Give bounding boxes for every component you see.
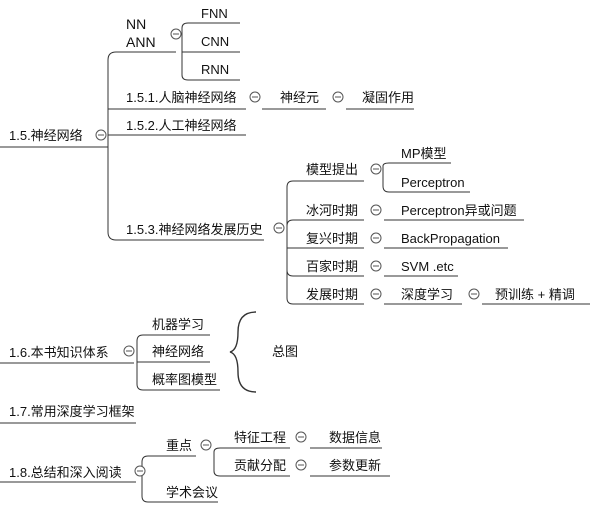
node-key-points[interactable]: 重点 (166, 438, 193, 453)
collapse-icon-1-5-1[interactable] (249, 91, 261, 103)
node-ml[interactable]: 机器学习 (152, 317, 205, 332)
collapse-icon-development[interactable] (370, 288, 382, 300)
collapse-icon-ann[interactable] (170, 28, 182, 40)
node-nn-cn[interactable]: 神经网络 (152, 344, 205, 359)
node-ice-age[interactable]: 冰河时期 (306, 203, 359, 218)
collapse-icon-feature-eng[interactable] (295, 431, 307, 443)
collapse-icon-model-proposed[interactable] (370, 163, 382, 175)
node-nn[interactable]: NN (126, 16, 147, 32)
node-deep-learning[interactable]: 深度学习 (401, 287, 454, 302)
collapse-icon-neuron[interactable] (332, 91, 344, 103)
node-backprop[interactable]: BackPropagation (401, 231, 501, 246)
node-fnn[interactable]: FNN (201, 6, 228, 21)
node-overview[interactable]: 总图 (272, 344, 299, 359)
node-1-6[interactable]: 1.6.本书知识体系 (9, 345, 109, 360)
node-model-proposed[interactable]: 模型提出 (306, 162, 359, 177)
node-1-8[interactable]: 1.8.总结和深入阅读 (9, 465, 122, 480)
collapse-icon-1-6[interactable] (123, 345, 135, 357)
collapse-icon-1-8[interactable] (134, 465, 146, 477)
node-credit-assign[interactable]: 贡献分配 (234, 458, 287, 473)
node-ann[interactable]: ANN (126, 34, 156, 50)
node-neuron[interactable]: 神经元 (280, 90, 320, 105)
node-rnn[interactable]: RNN (201, 62, 230, 77)
node-perceptron-xor[interactable]: Perceptron异或问题 (401, 203, 517, 218)
collapse-icon-key-points[interactable] (200, 439, 212, 451)
collapse-icon-deep-learning[interactable] (468, 288, 480, 300)
node-1-5[interactable]: 1.5.神经网络 (9, 128, 83, 143)
node-coagulation[interactable]: 凝固作用 (362, 90, 415, 105)
node-svm[interactable]: SVM .etc (401, 259, 454, 274)
collapse-icon-revival[interactable] (370, 232, 382, 244)
node-feature-eng[interactable]: 特征工程 (234, 430, 287, 445)
node-pretrain[interactable]: 预训练 + 精调 (495, 287, 575, 302)
node-pgm[interactable]: 概率图模型 (152, 372, 218, 387)
node-param-update[interactable]: 参数更新 (329, 458, 382, 473)
node-conferences[interactable]: 学术会议 (166, 485, 219, 500)
node-perceptron[interactable]: Perceptron (401, 175, 465, 190)
node-1-5-1[interactable]: 1.5.1.人脑神经网络 (126, 90, 237, 105)
node-1-5-2[interactable]: 1.5.2.人工神经网络 (126, 118, 237, 133)
collapse-icon-credit-assign[interactable] (295, 459, 307, 471)
collapse-icon-ice-age[interactable] (370, 204, 382, 216)
node-1-7[interactable]: 1.7.常用深度学习框架 (9, 404, 135, 419)
node-data-info[interactable]: 数据信息 (329, 430, 382, 445)
collapse-icon-1-5[interactable] (95, 129, 107, 141)
node-cnn[interactable]: CNN (201, 34, 230, 49)
node-hundred-schools[interactable]: 百家时期 (306, 259, 359, 274)
node-1-5-3[interactable]: 1.5.3.神经网络发展历史 (126, 222, 263, 237)
node-mp-model[interactable]: MP模型 (401, 146, 447, 161)
node-revival[interactable]: 复兴时期 (306, 231, 359, 246)
node-development[interactable]: 发展时期 (306, 287, 359, 302)
collapse-icon-hundred-schools[interactable] (370, 260, 382, 272)
collapse-icon-1-5-3[interactable] (273, 222, 285, 234)
